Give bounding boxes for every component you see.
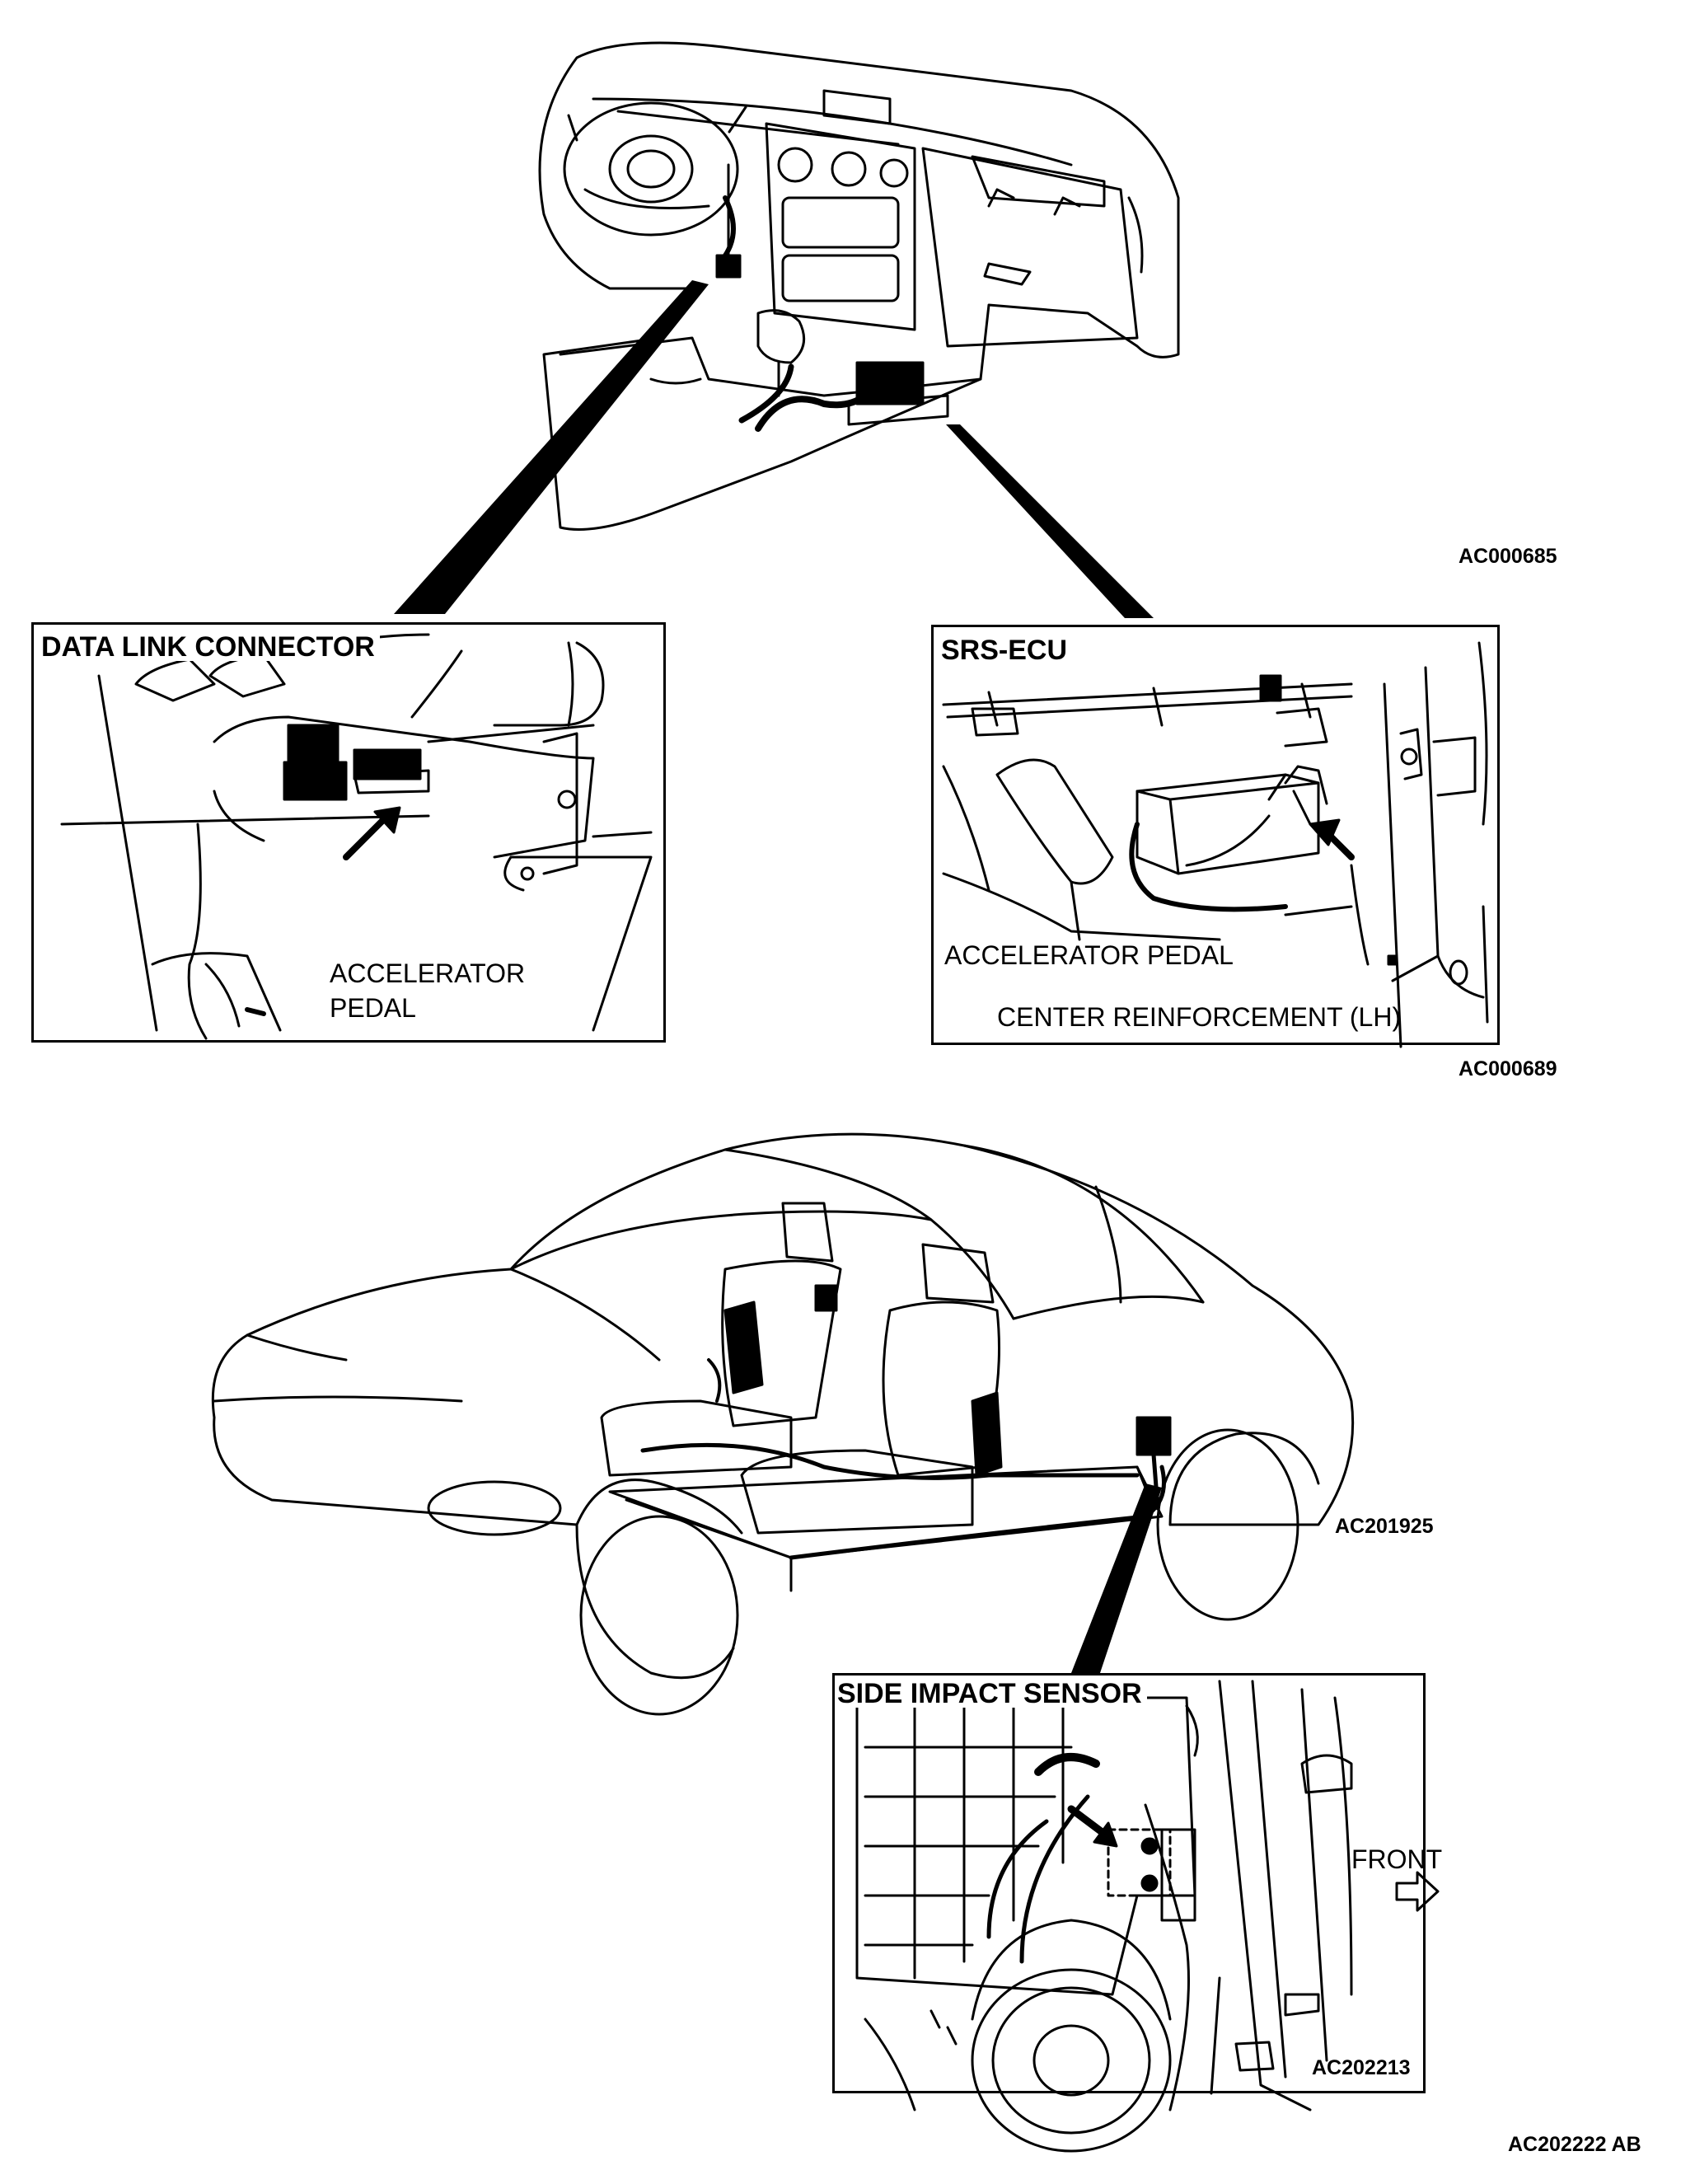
dashboard-drawing bbox=[538, 41, 1180, 531]
front-direction-callout: FRONT bbox=[1351, 1844, 1443, 1874]
center-reinforcement-callout: CENTER REINFORCEMENT (LH) bbox=[997, 1002, 1402, 1032]
figure-code-vehicle: AC201925 bbox=[1335, 1515, 1434, 1538]
side-impact-sensor-title: SIDE IMPACT SENSOR bbox=[837, 1680, 1147, 1708]
figure-code-dashboard: AC000685 bbox=[1459, 545, 1557, 568]
side-impact-sensor-drawing bbox=[855, 1680, 1440, 2153]
srs-ecu-drawing bbox=[942, 641, 1489, 1048]
data-link-connector-panel bbox=[31, 622, 666, 1043]
data-link-connector-title: DATA LINK CONNECTOR bbox=[41, 633, 380, 661]
leader-to-srs-ecu bbox=[946, 424, 1154, 618]
accelerator-pedal-callout-srs: ACCELERATOR PEDAL bbox=[944, 940, 1234, 970]
accelerator-pedal-callout-dlc-line1: ACCELERATOR bbox=[330, 958, 526, 988]
vehicle-drawing bbox=[211, 1132, 1355, 1716]
figure-code-sheet: AC202222 AB bbox=[1508, 2133, 1641, 2156]
figure-code-srs-ecu: AC000689 bbox=[1459, 1057, 1557, 1080]
side-impact-sensor-panel bbox=[832, 1673, 1426, 2093]
leader-to-side-impact-sensor bbox=[1071, 1483, 1162, 1673]
srs-ecu-panel bbox=[931, 625, 1500, 1045]
leader-to-data-link-connector bbox=[394, 280, 709, 614]
srs-ecu-title: SRS-ECU bbox=[941, 636, 1073, 664]
figure-code-side-sensor: AC202213 bbox=[1312, 2056, 1411, 2079]
accelerator-pedal-callout-dlc-line2: PEDAL bbox=[330, 993, 416, 1023]
